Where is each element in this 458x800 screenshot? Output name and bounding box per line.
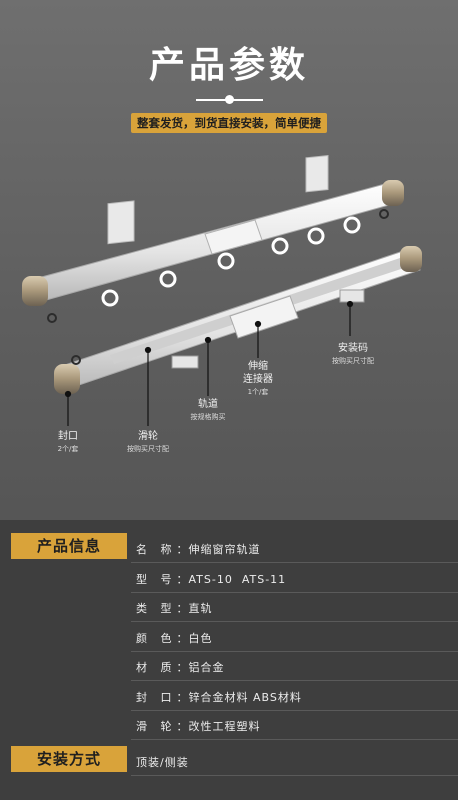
- callout-cap: 封口 2个/套: [40, 430, 96, 456]
- row-separator: [131, 680, 458, 681]
- install-method-value: 顶装/侧装: [136, 756, 189, 769]
- install-method-tag: 安装方式: [11, 746, 127, 772]
- info-row-cap: 封 口：锌合金材料 ABS材料: [136, 691, 302, 704]
- callout-cap-label: 封口: [58, 431, 78, 442]
- info-row-key: 类 型: [136, 602, 177, 615]
- info-row-value: 白色: [188, 632, 213, 645]
- row-separator: [131, 621, 458, 622]
- upper-rail: [22, 154, 404, 323]
- callout-install-code-sub: 按购买尺寸配: [332, 357, 374, 365]
- divider-line-right: [229, 99, 263, 101]
- info-row-value: 伸缩窗帘轨道: [188, 543, 261, 556]
- row-separator: [131, 592, 458, 593]
- row-separator: [131, 775, 458, 776]
- info-row-color: 颜 色：白色: [136, 632, 213, 645]
- callout-track-sub: 按规格购买: [190, 413, 226, 421]
- info-row-key: 名 称: [136, 543, 177, 556]
- info-row-value: 铝合金: [188, 661, 225, 674]
- info-row-value: 锌合金材料 ABS材料: [188, 691, 302, 704]
- callout-install-code: 安装码 按购买尺寸配: [318, 342, 388, 368]
- row-separator: [131, 710, 458, 711]
- callout-cap-sub: 2个/套: [57, 445, 79, 453]
- info-row-key: 滑 轮: [136, 720, 177, 733]
- info-row-value: 改性工程塑料: [188, 720, 261, 733]
- row-separator: [131, 739, 458, 740]
- info-row-key: 颜 色: [136, 632, 177, 645]
- callout-pulley-label: 滑轮: [138, 431, 158, 442]
- product-info-tag: 产品信息: [11, 533, 127, 559]
- divider-line-left: [196, 99, 230, 101]
- callout-install-code-label: 安装码: [338, 343, 368, 354]
- info-row-name: 名 称：伸缩窗帘轨道: [136, 543, 261, 556]
- callout-leaders: [64, 300, 354, 426]
- curtain-rail-illustration: [22, 154, 422, 426]
- info-row-material: 材 质：铝合金: [136, 661, 225, 674]
- page-title: 产品参数: [148, 45, 309, 86]
- callout-track: 轨道 按规格购买: [178, 398, 238, 424]
- info-row-key: 型 号: [136, 573, 177, 586]
- callout-connector-label2: 连接器: [243, 374, 273, 385]
- info-row-value: 直轨: [188, 602, 213, 615]
- callout-connector: 伸缩 连接器 1个/套: [232, 360, 284, 399]
- callout-pulley-sub: 按购买尺寸配: [127, 445, 169, 453]
- info-row-key: 材 质: [136, 661, 177, 674]
- feature-banner: 整套发货，到货直接安装，简单便捷: [131, 113, 327, 133]
- row-separator: [131, 562, 458, 563]
- info-row-key: 封 口: [136, 691, 177, 704]
- callout-pulley: 滑轮 按购买尺寸配: [116, 430, 180, 456]
- info-row-pulley: 滑 轮：改性工程塑料: [136, 720, 261, 733]
- callout-track-label: 轨道: [198, 399, 218, 410]
- info-row-type: 类 型：直轨: [136, 602, 213, 615]
- row-separator: [131, 651, 458, 652]
- callout-connector-label1: 伸缩: [248, 361, 268, 372]
- callout-connector-sub: 1个/套: [247, 388, 269, 396]
- info-row-model: 型 号：ATS-10 ATS-11: [136, 573, 287, 586]
- info-row-value: ATS-10 ATS-11: [188, 573, 287, 586]
- lower-rail: [54, 246, 422, 394]
